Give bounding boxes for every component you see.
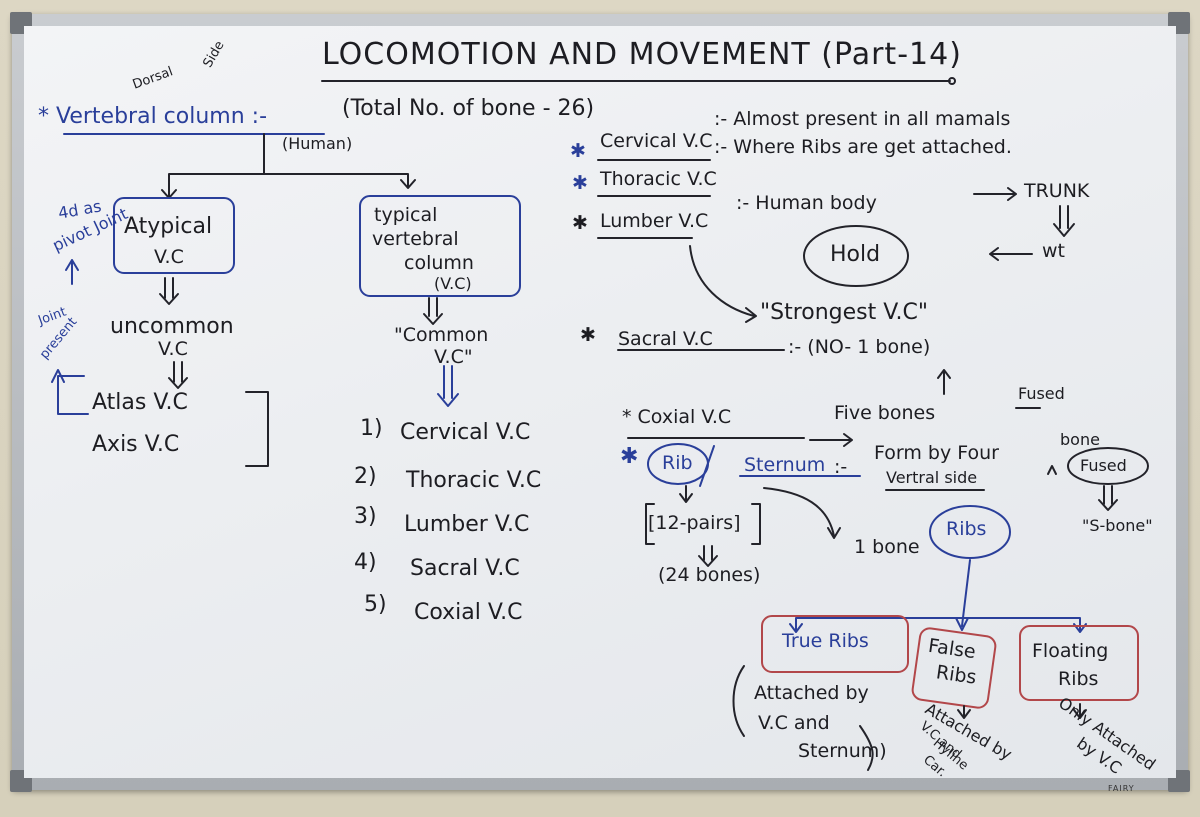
typical-list-num-1: 1) — [360, 416, 383, 441]
sternum-label: Sternum — [744, 454, 826, 476]
hold-label: Hold — [830, 242, 881, 267]
typical-list-num-2: 2) — [354, 464, 377, 489]
typical-vc-label: (V.C) — [434, 274, 472, 293]
coxial-fused-ellipse — [1067, 447, 1149, 485]
thoracic-desc: :- Where Ribs are get attached. — [714, 136, 1012, 158]
hold-ellipse — [803, 225, 909, 287]
typical-box — [359, 195, 521, 297]
coxial-bone: bone — [1060, 430, 1100, 449]
typical-list-item-1: Cervical V.C — [400, 420, 531, 445]
thoracic-star: ✱ — [572, 172, 588, 194]
coxial-form-by-four: Form by Four — [874, 442, 999, 464]
coxial-s-bone: "S-bone" — [1082, 516, 1153, 535]
one-bone: 1 bone — [854, 536, 920, 558]
false-ribs-box — [911, 627, 997, 709]
human-label: (Human) — [282, 134, 353, 153]
whiteboard: LOCOMOTION AND MOVEMENT (Part-14) Dorsal… — [24, 26, 1176, 778]
lumber-star: ✱ — [572, 212, 588, 234]
atypical-box — [113, 197, 235, 274]
total-bones-text: (Total No. of bone - 26) — [342, 96, 595, 121]
common-double-arrow — [437, 365, 459, 407]
twentyfour-bones: (24 bones) — [658, 564, 761, 586]
true-ribs-line3: Sternum) — [798, 740, 887, 762]
atlas-vc: Atlas V.C — [92, 390, 188, 415]
true-ribs-line2: V.C and — [758, 712, 830, 734]
floating-ribs-box — [1019, 625, 1139, 701]
brand-label: FAIRY — [1108, 784, 1135, 793]
trunk-label: TRUNK — [1024, 180, 1090, 202]
ribs-ellipse — [929, 505, 1011, 559]
ventral-side: Vertral side — [886, 468, 978, 487]
true-ribs-box — [761, 615, 909, 673]
typical-list-item-2: Thoracic V.C — [406, 468, 542, 493]
rib-star: ✱ — [620, 444, 639, 469]
rib-label: Rib — [662, 452, 693, 474]
cervical-star: ✱ — [570, 140, 586, 162]
lumber-label: Lumber V.C — [600, 210, 709, 232]
sternum-suffix: :- — [834, 456, 848, 478]
sacral-label: Sacral V.C — [618, 328, 713, 350]
twelve-pairs: [12-pairs] — [648, 512, 741, 534]
common-label: "Common — [394, 324, 489, 346]
ink-drawings — [51, 77, 1149, 771]
vertebral-label: vertebral — [372, 228, 459, 250]
true-ribs-line1: Attached by — [754, 682, 869, 704]
sacral-desc: :- (NO- 1 bone) — [788, 336, 931, 358]
typical-label: typical — [374, 204, 438, 226]
typical-list-item-4: Sacral V.C — [410, 556, 520, 581]
uncommon-label: uncommon — [110, 314, 234, 339]
sacral-star: ✱ — [580, 324, 596, 346]
uncommon-vc-label: V.C — [158, 338, 188, 360]
typical-list-num-3: 3) — [354, 504, 377, 529]
atypical-vc-label: V.C — [154, 246, 184, 268]
board-title: LOCOMOTION AND MOVEMENT (Part-14) — [322, 37, 962, 72]
false-ribs-label2: Ribs — [934, 661, 978, 689]
thoracic-label: Thoracic V.C — [600, 168, 717, 190]
wt-label: wt — [1042, 240, 1065, 262]
sacral-fused: Fused — [1018, 384, 1065, 403]
lumber-desc: :- Human body — [736, 192, 877, 214]
floating-ribs-label1: Floating — [1032, 640, 1109, 662]
cervical-label: Cervical V.C — [600, 130, 713, 152]
column-label: column — [404, 252, 474, 274]
coxial-label: * Coxial V.C — [622, 406, 732, 428]
atypical-label: Atypical — [124, 214, 213, 239]
vertebral-column-heading: * Vertebral column :- — [38, 104, 268, 129]
ribs-label: Ribs — [946, 518, 987, 540]
coxial-five-bones: Five bones — [834, 402, 936, 424]
strongest-vc: "Strongest V.C" — [760, 300, 928, 325]
common-vc-label: V.C" — [434, 346, 473, 368]
axis-vc: Axis V.C — [92, 432, 180, 457]
true-ribs-label: True Ribs — [782, 630, 869, 652]
typical-list-num-5: 5) — [364, 592, 387, 617]
typical-list-num-4: 4) — [354, 550, 377, 575]
coxial-fused: Fused — [1080, 456, 1127, 475]
cervical-desc: :- Almost present in all mamals — [714, 108, 1011, 130]
typical-list-item-3: Lumber V.C — [404, 512, 530, 537]
floating-ribs-label2: Ribs — [1058, 668, 1099, 690]
typical-list-item-5: Coxial V.C — [414, 600, 523, 625]
